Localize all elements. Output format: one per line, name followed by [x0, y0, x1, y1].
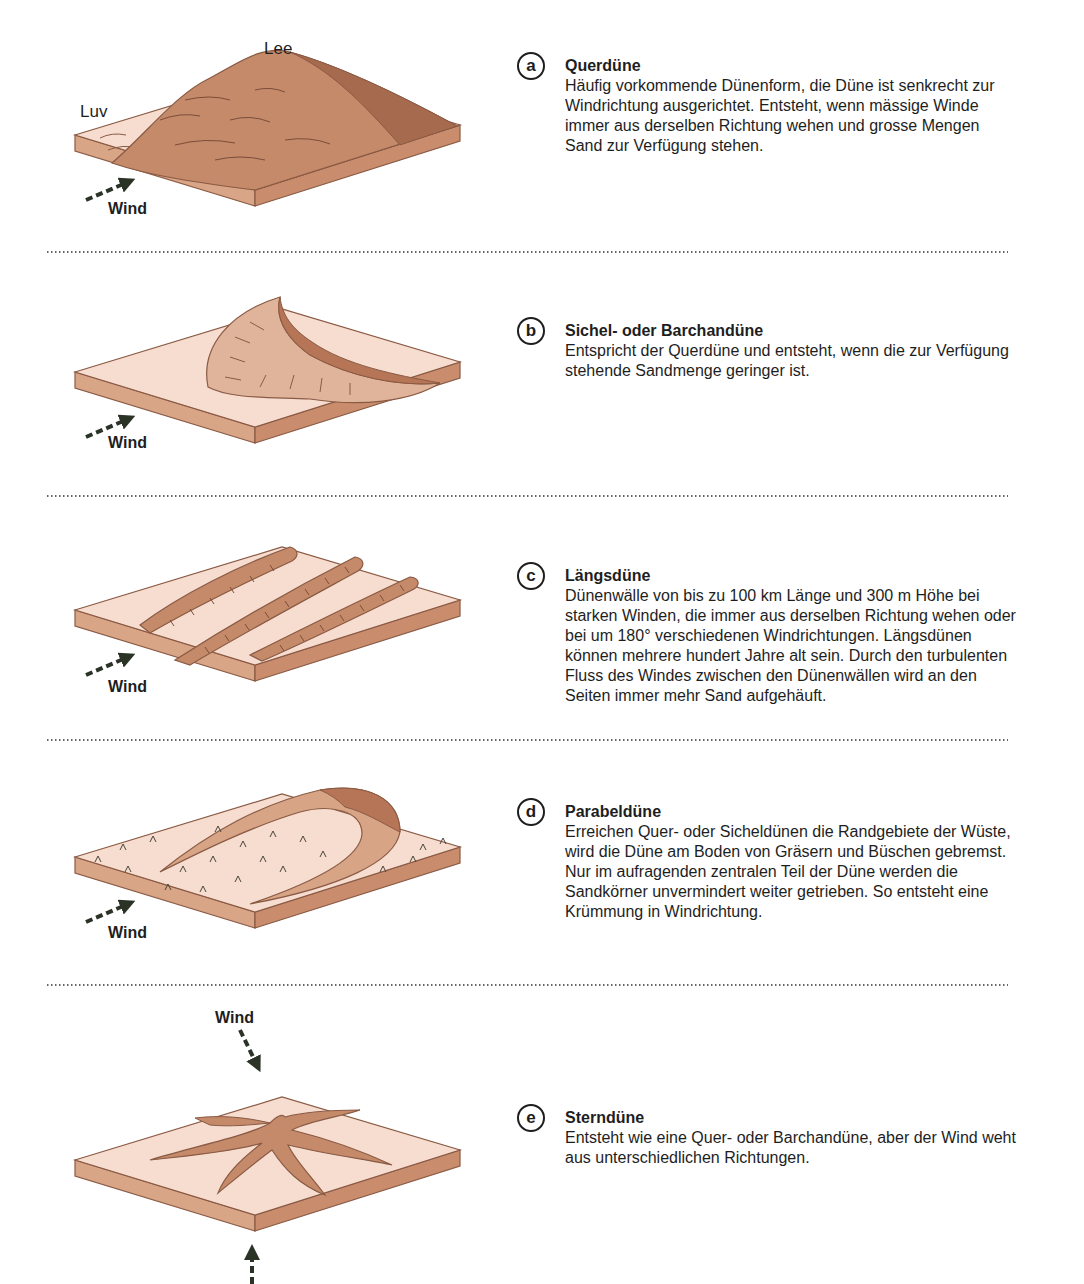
barchan-dune — [75, 297, 460, 443]
transverse-dune — [75, 50, 460, 206]
side-label: Lee — [264, 39, 292, 59]
dune-entry: a QuerdüneHäufig vorkommende Dünenform, d… — [517, 52, 1017, 156]
wind-label: Wind — [108, 924, 147, 942]
dune-heading: Längsdüne — [565, 562, 1017, 586]
wind-label: Wind — [215, 1009, 254, 1027]
wind-label: Wind — [108, 200, 147, 218]
dune-heading: Querdüne — [565, 52, 1017, 76]
letter-badge: e — [517, 1104, 545, 1132]
letter-badge: d — [517, 798, 545, 826]
dune-heading: Sichel- oder Barchandüne — [565, 317, 1017, 341]
dune-heading: Sterndüne — [565, 1104, 1017, 1128]
dune-description: Entsteht wie eine Quer- oder Barchandüne… — [565, 1128, 1017, 1168]
dune-description: Entspricht der Querdüne und entsteht, we… — [565, 341, 1017, 381]
dune-description: Häufig vorkommende Dünenform, die Düne i… — [565, 76, 1017, 156]
dune-entry: b Sichel- oder BarchandüneEntspricht der … — [517, 317, 1017, 381]
dune-heading: Parabeldüne — [565, 798, 1017, 822]
dune-entry: c LängsdüneDünenwälle von bis zu 100 km L… — [517, 562, 1017, 706]
star-dune — [75, 1030, 460, 1231]
dune-entry: e SterndüneEntsteht wie eine Quer- oder B… — [517, 1104, 1017, 1168]
parabolic-dune — [75, 788, 460, 928]
wind-label: Wind — [108, 678, 147, 696]
longitudinal-dune — [75, 547, 460, 681]
letter-badge: c — [517, 562, 545, 590]
dune-description: Dünenwälle von bis zu 100 km Länge und 3… — [565, 586, 1017, 706]
wind-arrow — [250, 1252, 254, 1284]
letter-badge: b — [517, 317, 545, 345]
side-label: Luv — [80, 102, 107, 122]
wind-label: Wind — [108, 434, 147, 452]
dune-description: Erreichen Quer- oder Sicheldünen die Ran… — [565, 822, 1017, 922]
dune-entry: d ParabeldüneErreichen Quer- oder Sicheld… — [517, 798, 1017, 922]
letter-badge: a — [517, 52, 545, 80]
